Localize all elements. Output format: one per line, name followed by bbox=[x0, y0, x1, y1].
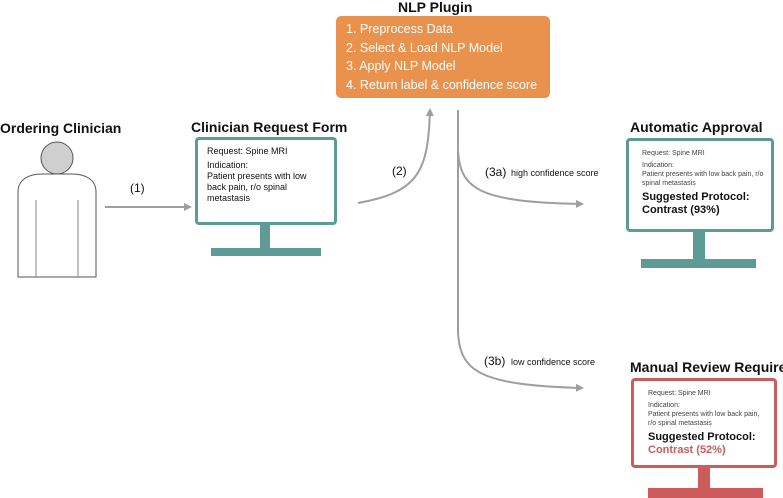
auto-approval-monitor-neck bbox=[693, 232, 705, 259]
arrow-step-3b bbox=[457, 150, 584, 392]
plugin-step: 2. Select & Load NLP Model bbox=[346, 40, 503, 55]
request-form-monitor-base bbox=[211, 248, 321, 256]
request-field: Request: Spine MRI bbox=[207, 146, 288, 156]
plugin-step: 1. Preprocess Data bbox=[346, 22, 453, 36]
suggested-protocol-value: Contrast (93%) bbox=[642, 204, 720, 216]
suggested-protocol-value: Contrast (52%) bbox=[648, 444, 726, 456]
manual-review-title: Manual Review Required bbox=[630, 359, 783, 375]
step-3a-text: high confidence score bbox=[511, 168, 599, 178]
request-field: Request: Spine MRI bbox=[648, 390, 711, 397]
plugin-step: 3. Apply NLP Model bbox=[346, 59, 456, 73]
manual-review-monitor-base bbox=[648, 488, 763, 498]
step-3b-label: (3b) bbox=[484, 354, 506, 368]
indication-text: Patient presents with low back pain, r/o… bbox=[207, 171, 307, 203]
indication-text: Patient presents with low back pain, r/o… bbox=[648, 411, 760, 427]
plugin-title: NLP Plugin bbox=[398, 0, 473, 15]
nlp-plugin-box: 1. Preprocess Data 2. Select & Load NLP … bbox=[336, 16, 550, 98]
plugin-step: 4. Return label & confidence score bbox=[346, 77, 538, 92]
request-form-monitor-neck bbox=[260, 225, 270, 248]
step-2-label: (2) bbox=[392, 164, 407, 178]
auto-approval-title: Automatic Approval bbox=[630, 119, 763, 135]
step-1-label: (1) bbox=[130, 181, 145, 195]
arrow-step-3a bbox=[457, 110, 584, 208]
auto-approval-monitor-base bbox=[641, 259, 756, 268]
step-3a-label: (3a) bbox=[485, 165, 507, 179]
indication-text: Patient presents with low back pain, r/o… bbox=[642, 171, 764, 187]
auto-approval-monitor: Request: Spine MRI Indication: Patient p… bbox=[626, 138, 774, 232]
manual-review-monitor-neck bbox=[698, 468, 710, 488]
indication-label: Indication: bbox=[642, 162, 674, 169]
suggested-protocol-label: Suggested Protocol: bbox=[648, 431, 756, 443]
manual-review-monitor: Request: Spine MRI Indication: Patient p… bbox=[631, 378, 777, 468]
indication-label: Indication: bbox=[207, 160, 249, 170]
clinician-title: Ordering Clinician bbox=[0, 120, 122, 136]
clinician-person-icon bbox=[17, 141, 97, 278]
step-3b-text: low confidence score bbox=[511, 357, 596, 367]
arrow-step-2 bbox=[357, 108, 434, 204]
request-form-title: Clinician Request Form bbox=[191, 119, 348, 135]
indication-label: Indication: bbox=[648, 402, 680, 409]
request-form-monitor: Request: Spine MRI Indication: Patient p… bbox=[195, 137, 337, 225]
suggested-protocol-label: Suggested Protocol: bbox=[642, 191, 750, 203]
request-field: Request: Spine MRI bbox=[642, 150, 705, 157]
